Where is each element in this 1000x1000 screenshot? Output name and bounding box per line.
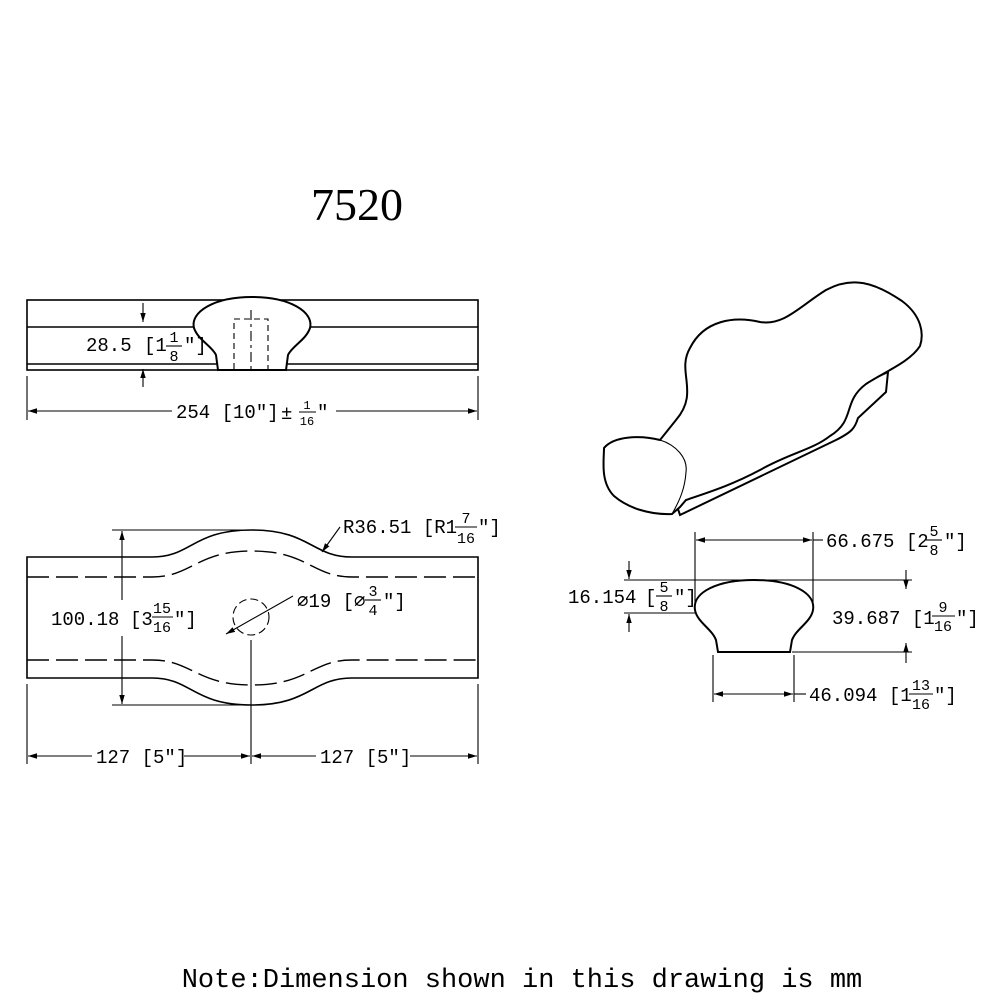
top-view-inner-bottom bbox=[27, 659, 478, 686]
hole-in-num: 3 bbox=[368, 584, 377, 601]
hole-in-den: 4 bbox=[368, 603, 377, 620]
base-width-num: 13 bbox=[912, 678, 930, 695]
cap-height-num: 5 bbox=[659, 580, 668, 597]
top-view-hole bbox=[232, 598, 270, 636]
height-den: 16 bbox=[934, 619, 952, 636]
radius-label: R36.51 [R1 bbox=[343, 517, 457, 539]
iso-body bbox=[602, 281, 923, 516]
top-width-num: 5 bbox=[929, 524, 938, 541]
width-in-num: 15 bbox=[153, 601, 171, 618]
side-length-label: 254 [10″] bbox=[176, 402, 279, 424]
height-close: ″] bbox=[956, 608, 979, 630]
side-view: 28.5 [1 1 8 ″] 254 [10″] ± 1 16 ″ bbox=[26, 295, 479, 429]
side-height-in-close: ″] bbox=[184, 335, 207, 357]
dimension-note: Note:Dimension shown in this drawing is … bbox=[182, 966, 863, 996]
side-tolerance-num: 1 bbox=[303, 399, 310, 413]
iso-end-face bbox=[603, 436, 687, 515]
radius-in-num: 7 bbox=[461, 511, 470, 528]
side-tolerance-pm: ± bbox=[281, 403, 292, 425]
profile-view: 66.675 [2 5 8 ″] 16.154 [ 5 8 ″] 39.687 … bbox=[568, 524, 979, 714]
cap-height-den: 8 bbox=[659, 599, 668, 616]
height-label: 39.687 [1 bbox=[832, 608, 935, 630]
top-width-label: 66.675 [2 bbox=[826, 531, 929, 553]
side-view-hole bbox=[233, 318, 269, 371]
hole-label: ⌀19 [⌀ bbox=[297, 591, 366, 613]
side-height-mm: 28.5 bbox=[86, 335, 132, 357]
top-width-den: 8 bbox=[929, 543, 938, 560]
left-half-label: 127 [5″] bbox=[96, 747, 187, 769]
base-width-label: 46.094 [1 bbox=[809, 685, 912, 707]
hole-in-close: ″] bbox=[383, 591, 406, 613]
svg-text:28.5 [1: 28.5 [1 bbox=[86, 335, 167, 357]
radius-leader bbox=[321, 526, 341, 553]
side-view-profile bbox=[192, 295, 312, 371]
width-in-den: 16 bbox=[153, 620, 171, 637]
side-tolerance-close: ″ bbox=[317, 402, 328, 424]
cap-height-mm: 16.154 bbox=[568, 587, 636, 609]
svg-text:100.18 [3: 100.18 [3 bbox=[51, 609, 153, 631]
base-width-den: 16 bbox=[912, 697, 930, 714]
width-mm: 100.18 bbox=[51, 609, 119, 631]
side-height-in-den: 8 bbox=[169, 349, 178, 366]
cap-height-open: [ bbox=[645, 587, 656, 609]
width-in-close: ″] bbox=[174, 609, 197, 631]
height-num: 9 bbox=[938, 600, 947, 617]
cap-height-close: ″] bbox=[674, 587, 697, 609]
side-height-in-whole: [1 bbox=[144, 335, 167, 357]
right-half-label: 127 [5″] bbox=[320, 747, 411, 769]
drawing-title: 7520 bbox=[311, 179, 403, 230]
top-width-close: ″] bbox=[944, 531, 967, 553]
profile-shape bbox=[693, 578, 815, 653]
svg-text:16.154 [: 16.154 [ bbox=[568, 587, 656, 609]
top-view: ⌀19 [⌀ 3 4 ″] R36.51 [R1 7 16 ″] 100.18 … bbox=[26, 511, 501, 769]
width-in-whole: [3 bbox=[130, 609, 153, 631]
base-width-close: ″] bbox=[934, 685, 957, 707]
isometric-view bbox=[602, 281, 923, 517]
top-view-inner-top bbox=[27, 550, 478, 578]
top-view-outline bbox=[26, 529, 479, 706]
radius-in-den: 16 bbox=[457, 531, 475, 548]
hole-leader bbox=[225, 595, 294, 635]
side-tolerance-den: 16 bbox=[300, 415, 314, 429]
radius-in-close: ″] bbox=[478, 517, 501, 539]
side-height-in-num: 1 bbox=[169, 330, 178, 347]
